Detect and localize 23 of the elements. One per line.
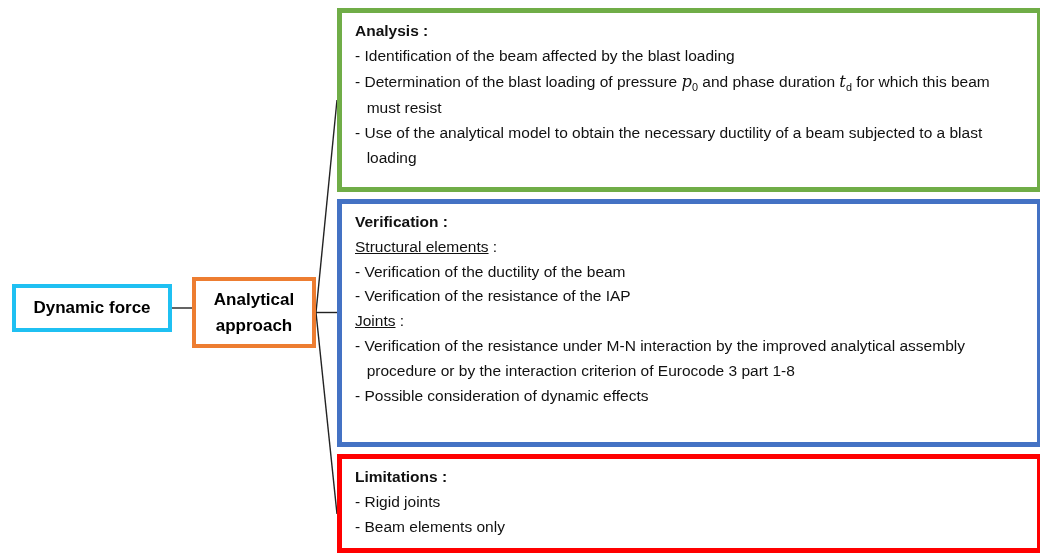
panel-heading: Verification : bbox=[355, 212, 450, 232]
bullet-item: - Verification of the resistance under M-N interaction by the improved analytical assembly procedure or by the interaction criterion of Eurocode 3 part 1-8 bbox=[355, 336, 966, 381]
bullet-item: - Beam elements only bbox=[355, 516, 506, 537]
analysis-panel bbox=[337, 8, 1040, 192]
panel-heading: Analysis : bbox=[355, 21, 430, 41]
limitations-panel bbox=[337, 454, 1040, 553]
bullet-item: - Possible consideration of dynamic effects bbox=[355, 385, 650, 406]
bullet-item: - Identification of the beam affected by the blast loading bbox=[355, 45, 736, 66]
node-label: Analytical approach bbox=[212, 289, 296, 337]
bullet-item: - Verification of the ductility of the beam bbox=[355, 261, 627, 282]
node-label: Dynamic force bbox=[33, 297, 151, 320]
bullet-item: - Determination of the blast loading of pressure p$_{0}$ and phase duration t$_{d}$ for which this beam must resist bbox=[355, 70, 991, 119]
process-box bbox=[12, 284, 172, 332]
panel-heading: Limitations : bbox=[355, 467, 449, 487]
process-box bbox=[192, 277, 316, 348]
connector-line bbox=[171, 307, 193, 309]
subheading: Structural elements : bbox=[355, 236, 499, 257]
bullet-item: - Verification of the resistance of the IAP bbox=[355, 286, 632, 307]
connector-line bbox=[315, 311, 338, 314]
subheading: Joints : bbox=[355, 311, 406, 332]
verification-panel bbox=[337, 199, 1040, 447]
bullet-item: - Rigid joints bbox=[355, 491, 442, 512]
bullet-item: - Use of the analytical model to obtain the necessary ductility of a beam subjected to a blast loading bbox=[355, 122, 984, 168]
